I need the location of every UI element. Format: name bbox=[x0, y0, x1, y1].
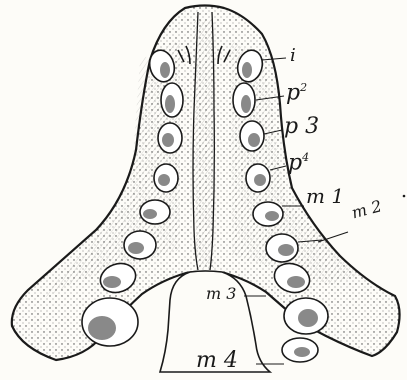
label-p2: p2 bbox=[286, 82, 307, 104]
label-p4: p4 bbox=[288, 152, 309, 174]
label-p4-main: p bbox=[288, 150, 302, 175]
stray-speck bbox=[403, 195, 406, 198]
label-p2-sup: 2 bbox=[300, 81, 307, 94]
label-p4-sup: 4 bbox=[302, 151, 309, 164]
label-m3: m 3 bbox=[206, 286, 236, 302]
label-i: i bbox=[290, 47, 296, 65]
label-m1: m 1 bbox=[306, 186, 344, 206]
label-p3: p 3 bbox=[284, 116, 319, 138]
label-m4: m 4 bbox=[196, 350, 238, 372]
label-p2-main: p bbox=[286, 80, 300, 105]
midline-hatching bbox=[194, 20, 214, 268]
